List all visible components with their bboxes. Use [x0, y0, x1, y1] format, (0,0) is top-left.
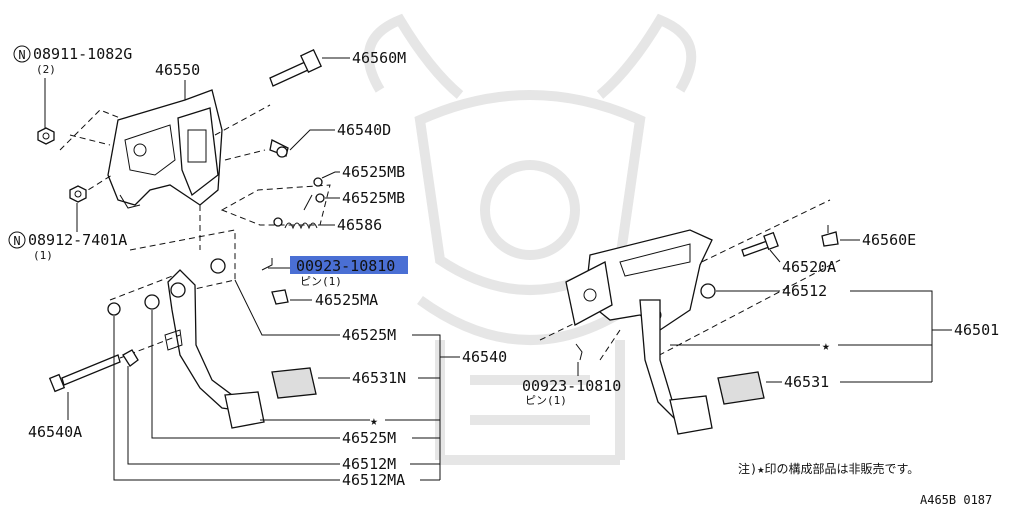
label-46531N: 46531N [352, 369, 406, 387]
label-08912-7401A: 08912-7401A [28, 231, 127, 249]
label-46525M-2: 46525M [342, 429, 396, 447]
clip-46560E [821, 225, 839, 247]
star-left: ★ [370, 414, 378, 429]
label-46586: 46586 [337, 216, 382, 234]
spring-46586 [273, 194, 318, 230]
label-46525MB-2: 46525MB [342, 189, 405, 207]
pad-46531N [271, 367, 317, 399]
label-46540: 46540 [462, 348, 507, 366]
bolt-46540D [269, 139, 289, 158]
clip-46525MA [271, 289, 289, 305]
label-46525MA: 46525MA [315, 291, 378, 309]
nut-08911 [37, 127, 55, 145]
footnote: 注)★印の構成部品は非販売です。 [738, 461, 919, 476]
label-46540A: 46540A [28, 423, 82, 441]
bracket-46501 [565, 229, 713, 331]
label-46525MB-1: 46525MB [342, 163, 405, 181]
brake-pedal-46540 [144, 258, 265, 429]
star-right: ★ [822, 339, 830, 354]
bushing-46512 [700, 283, 716, 299]
bolt-46520A [741, 231, 779, 257]
brake-pedal-right [639, 299, 713, 435]
bolt-46540A [48, 354, 121, 393]
label-46531: 46531 [784, 373, 829, 391]
label-46550: 46550 [155, 61, 200, 79]
label-46501: 46501 [954, 321, 999, 339]
svg-text:N: N [13, 234, 20, 248]
label-46512: 46512 [782, 282, 827, 300]
diagram-code: A465B 0187 [920, 493, 992, 507]
pad-46531 [717, 371, 765, 405]
label-46512MA: 46512MA [342, 471, 405, 489]
label-46560E: 46560E [862, 231, 916, 249]
label-00923-10810-right: 00923-10810 [522, 377, 621, 395]
label-pin-2: ピン(1) [525, 394, 567, 407]
n-symbol-bottom: N [8, 231, 26, 249]
label-46525M-1: 46525M [342, 326, 396, 344]
label-08912-qty: (1) [33, 249, 53, 262]
n-symbol-top: N [13, 45, 31, 63]
label-46512M: 46512M [342, 455, 396, 473]
label-08911-1082G: 08911-1082G [33, 45, 132, 63]
bracket-46550 [107, 89, 223, 209]
label-46560M: 46560M [352, 49, 406, 67]
label-46520A: 46520A [782, 258, 836, 276]
svg-text:N: N [18, 48, 25, 62]
label-00923-10810-highlighted[interactable]: 00923-10810 [296, 257, 395, 275]
bushing-46525MB-2 [315, 193, 325, 203]
nut-08912 [69, 185, 87, 203]
bushing-46525MB-1 [313, 177, 323, 187]
bushing-46512M [107, 302, 121, 316]
label-46540D: 46540D [337, 121, 391, 139]
label-08911-qty: (2) [36, 63, 56, 76]
bushing-46512MA [122, 349, 139, 367]
bolt-46560M [269, 49, 323, 87]
highlight-box [290, 256, 408, 274]
label-pin-1: ピン(1) [300, 275, 342, 288]
